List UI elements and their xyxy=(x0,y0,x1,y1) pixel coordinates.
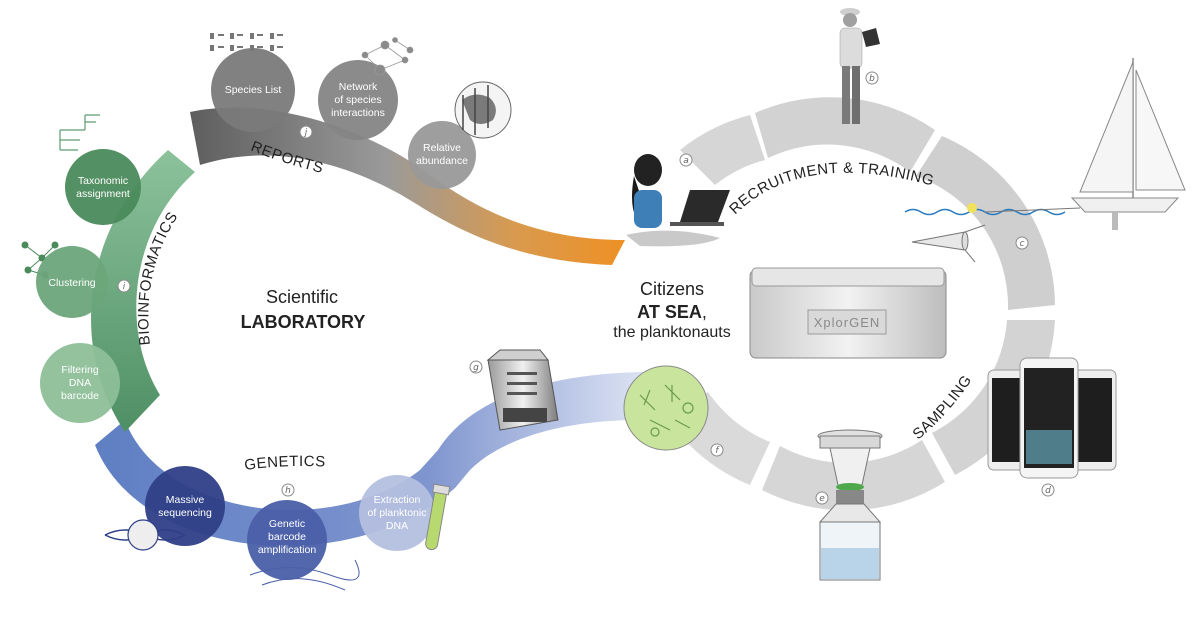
sea-title: Citizens xyxy=(640,279,704,299)
node-clustering: Clustering xyxy=(36,246,108,318)
svg-text:Network: Network xyxy=(339,81,378,93)
svg-text:DNA: DNA xyxy=(69,377,91,389)
svg-text:e: e xyxy=(819,494,825,504)
svg-text:c: c xyxy=(1020,239,1025,249)
node-species-list: Species List xyxy=(211,48,295,132)
svg-text:Species List: Species List xyxy=(225,84,282,96)
marker-i: i xyxy=(117,279,131,293)
svg-text:Relative: Relative xyxy=(423,142,461,154)
lab-bold: LABORATORY xyxy=(241,312,366,332)
phones-icon xyxy=(987,357,1117,479)
svg-text:a: a xyxy=(683,156,689,166)
marker-a: a xyxy=(679,153,693,167)
sea-bold: AT SEA xyxy=(637,302,702,322)
globe-icon xyxy=(454,81,512,139)
sea-subtitle: the planktonauts xyxy=(613,324,730,341)
svg-text:d: d xyxy=(1045,486,1051,496)
svg-text:abundance: abundance xyxy=(416,155,468,167)
marker-b: b xyxy=(865,71,879,85)
sailboat-icon xyxy=(1070,58,1186,230)
svg-text:b: b xyxy=(869,74,875,84)
xplorgen-box: XplorGEN xyxy=(749,267,947,359)
sea-comma: , xyxy=(702,302,707,322)
test-tube-icon xyxy=(425,483,451,551)
dna-icon xyxy=(104,519,186,551)
node-genetic-barcode: Genetic barcode amplification xyxy=(247,500,327,580)
reports-band xyxy=(190,107,625,265)
stage-genetics: GENETICS xyxy=(243,453,326,474)
marker-f: f xyxy=(710,443,724,457)
lab-title: Scientific xyxy=(266,287,338,307)
xplorgen-label: XplorGEN xyxy=(814,315,881,330)
amplification-strands-icon xyxy=(249,559,360,591)
node-filtering: Filtering DNA barcode xyxy=(40,343,120,423)
marker-j: j xyxy=(299,125,313,139)
svg-text:sequencing: sequencing xyxy=(158,507,212,519)
species-list-icons xyxy=(210,33,283,51)
node-massive: Massive sequencing xyxy=(145,466,225,546)
svg-text:Clustering: Clustering xyxy=(48,277,95,289)
svg-text:interactions: interactions xyxy=(331,107,385,119)
svg-text:h: h xyxy=(285,486,291,496)
svg-text:j: j xyxy=(303,128,308,138)
person-laptop-icon xyxy=(626,154,730,247)
node-extraction: Extraction of planktonic DNA xyxy=(359,475,435,551)
svg-text:Extraction: Extraction xyxy=(374,494,421,506)
node-relative-abundance: Relative abundance xyxy=(408,121,476,189)
stage-recruitment: RECRUITMENT & TRAINING xyxy=(726,160,936,218)
svg-text:Massive: Massive xyxy=(166,494,205,506)
person-tablet-icon xyxy=(839,8,880,124)
plankton-sample-icon xyxy=(623,365,709,451)
svg-text:i: i xyxy=(123,282,126,292)
node-network: Network of species interactions xyxy=(318,60,398,140)
taxonomy-tree-icon xyxy=(59,114,100,151)
svg-text:amplification: amplification xyxy=(258,544,317,556)
svg-text:barcode: barcode xyxy=(61,390,99,402)
svg-text:DNA: DNA xyxy=(386,520,408,532)
svg-text:Taxonomic: Taxonomic xyxy=(78,175,128,187)
network-graph-icon xyxy=(361,37,414,76)
svg-text:g: g xyxy=(473,363,479,373)
svg-text:assignment: assignment xyxy=(76,188,130,200)
svg-text:barcode: barcode xyxy=(268,531,306,543)
marker-c: c xyxy=(1015,236,1029,250)
server-icon xyxy=(486,349,559,431)
svg-text:Filtering: Filtering xyxy=(61,364,99,376)
svg-text:of species: of species xyxy=(334,94,381,106)
sea-bold-line: AT SEA, xyxy=(637,302,707,322)
svg-text:of planktonic: of planktonic xyxy=(368,507,427,519)
svg-text:Genetic: Genetic xyxy=(269,518,305,530)
plankton-net-icon xyxy=(911,224,986,263)
marker-d: d xyxy=(1041,483,1055,497)
marker-h: h xyxy=(281,483,295,497)
node-taxonomic: Taxonomic assignment xyxy=(65,149,141,225)
marker-e: e xyxy=(815,491,829,505)
water-line xyxy=(904,203,1081,216)
svg-text:f: f xyxy=(715,446,720,456)
filter-device-icon xyxy=(817,429,883,581)
marker-g: g xyxy=(469,360,483,374)
